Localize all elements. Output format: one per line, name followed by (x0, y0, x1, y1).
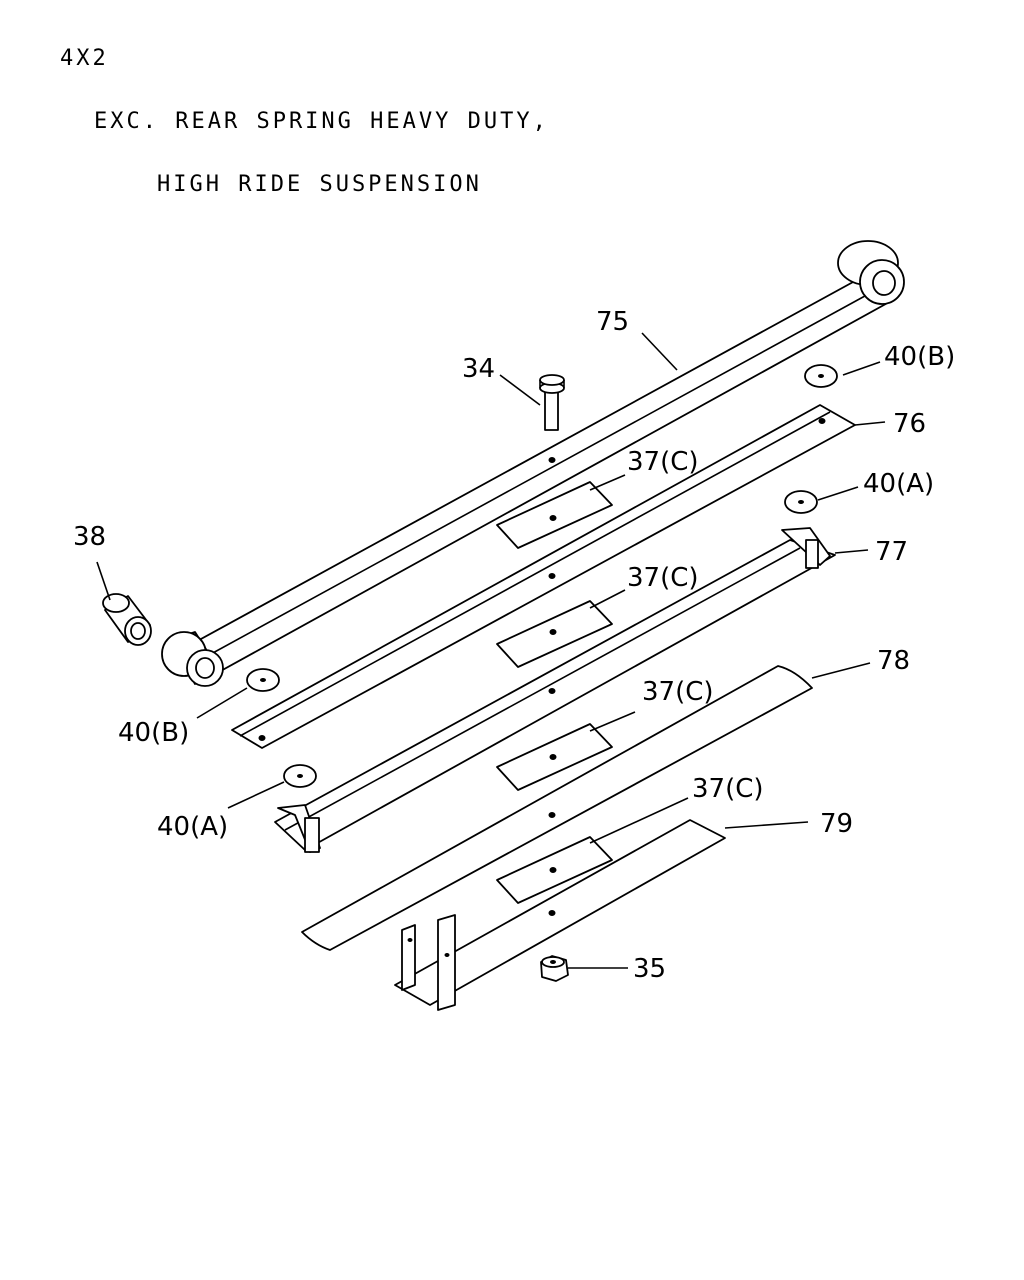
callout-40b-top: 40(B) (884, 342, 955, 372)
callout-37c-4: 37(C) (692, 774, 764, 804)
liner-pad-37c-1 (496, 481, 613, 549)
liner-pad-37c-2 (496, 600, 613, 668)
main-leaf-75 (161, 240, 905, 687)
leaf-79 (394, 819, 726, 1011)
callout-35: 35 (633, 954, 666, 984)
callout-37c-2: 37(C) (627, 563, 699, 593)
callout-40b-left: 40(B) (118, 718, 189, 748)
callout-79: 79 (820, 809, 853, 839)
center-bolt-34 (539, 374, 565, 431)
callout-75: 75 (596, 307, 629, 337)
callout-38: 38 (73, 522, 106, 552)
callout-40a-top: 40(A) (863, 469, 934, 499)
callout-76: 76 (893, 409, 926, 439)
diagram-header: 4X2 EXC. REAR SPRING HEAVY DUTY, HIGH RI… (60, 6, 549, 216)
callout-77: 77 (875, 537, 908, 567)
header-line-1: 4X2 (60, 46, 109, 71)
callout-37c-1: 37(C) (627, 447, 699, 477)
washer-40b-top (804, 364, 838, 388)
liner-pad-37c-4 (496, 836, 613, 904)
header-line-3: HIGH RIDE SUSPENSION (157, 172, 482, 197)
leaf-77 (274, 527, 836, 853)
leaf-78 (301, 665, 813, 951)
bushing-38 (102, 593, 152, 646)
leader-lines (96, 332, 886, 969)
callout-34: 34 (462, 354, 495, 384)
callout-labels: 75 34 40(B) 76 37(C) 40(A) 77 37(C) 38 7… (73, 307, 955, 984)
washer-40a-left (283, 764, 317, 788)
header-line-2: EXC. REAR SPRING HEAVY DUTY, (94, 109, 549, 134)
liner-pad-37c-3 (496, 723, 613, 791)
callout-40a-left: 40(A) (157, 812, 228, 842)
callout-37c-3: 37(C) (642, 677, 714, 707)
nut-35 (540, 955, 569, 982)
washer-40a-top (784, 490, 818, 514)
washer-40b-left (246, 668, 280, 692)
callout-78: 78 (877, 646, 910, 676)
